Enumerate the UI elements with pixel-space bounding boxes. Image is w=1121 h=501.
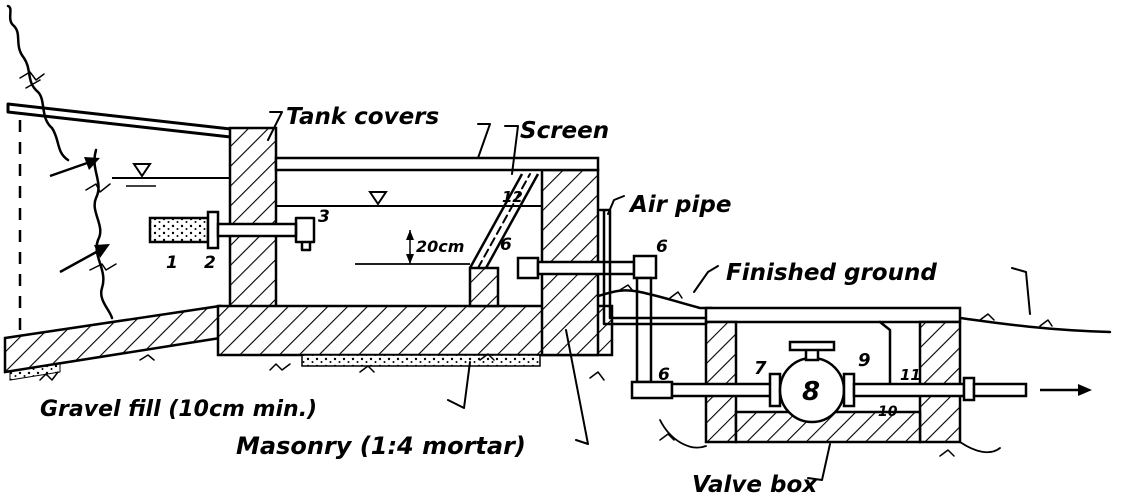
part-6c: 6 [658, 365, 670, 385]
spring-water-level [112, 163, 232, 187]
hillside [6, 4, 117, 330]
air-pipe [598, 208, 708, 326]
part-10: 10 [878, 404, 898, 420]
part-11: 11 [900, 366, 921, 384]
labels: Tank covers Screen Air pipe Finished gro… [40, 104, 1031, 498]
tank-water-level [276, 191, 542, 265]
part-12: 12 [502, 188, 523, 206]
label-masonry: Masonry (1:4 mortar) [236, 432, 526, 460]
part-7: 7 [754, 358, 767, 379]
part-2: 2 [204, 253, 216, 273]
part-1: 1 [166, 253, 178, 273]
part-numbers: 1 2 3 12 6 6 6 7 8 9 10 11 [166, 188, 921, 420]
label-air-pipe: Air pipe [628, 192, 731, 218]
inflow-arrows [49, 157, 110, 274]
part-9: 9 [858, 350, 871, 371]
valve-assembly [670, 340, 1092, 424]
part-3: 3 [318, 207, 330, 227]
label-tank-covers: Tank covers [286, 104, 439, 130]
valve-box [704, 306, 962, 444]
label-depth: 20cm [416, 237, 464, 256]
gravel-fill-left [9, 363, 61, 381]
part-8: 8 [802, 377, 820, 407]
label-valve-box: Valve box [692, 472, 818, 498]
gravel-fill [301, 354, 541, 367]
label-gravel-fill: Gravel fill (10cm min.) [40, 397, 317, 422]
label-screen: Screen [520, 118, 609, 144]
intake-assembly [148, 210, 316, 252]
part-6a: 6 [500, 235, 512, 255]
label-finished-ground: Finished ground [726, 260, 937, 286]
screen-base-block [468, 266, 500, 308]
ground-marks [39, 353, 1001, 457]
part-6b: 6 [656, 237, 668, 257]
tank-cover [274, 156, 600, 172]
screen [468, 173, 540, 269]
finished-ground [596, 284, 1112, 334]
